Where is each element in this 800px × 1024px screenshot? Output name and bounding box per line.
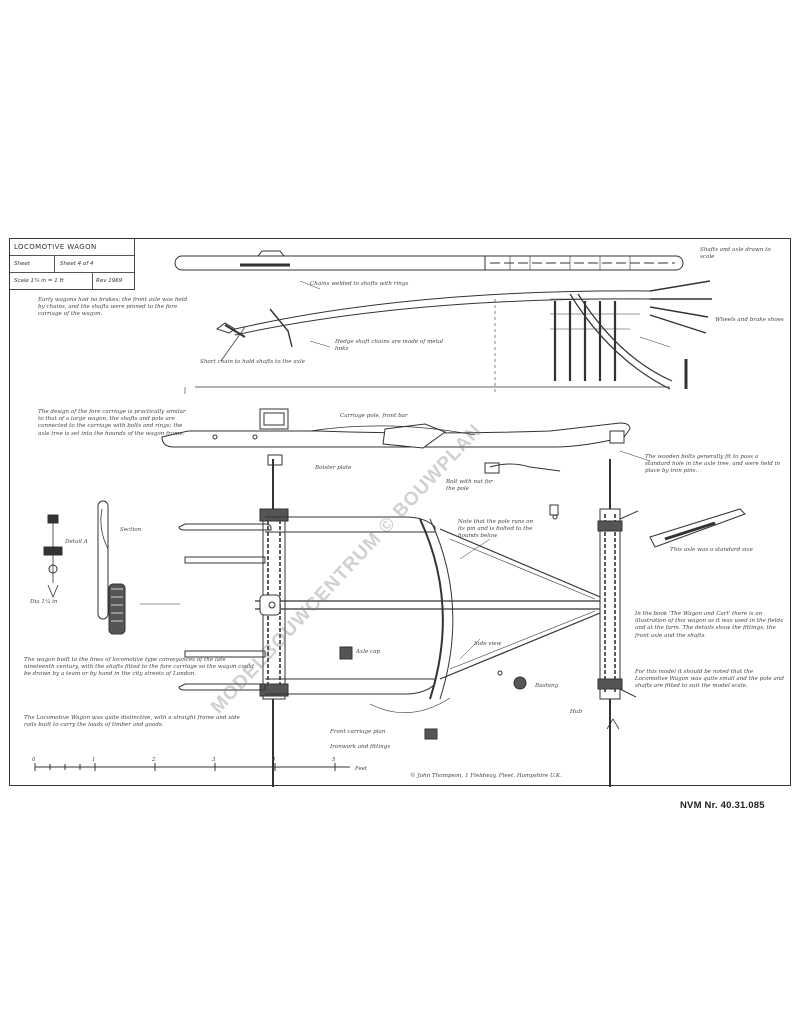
left-details [43,500,126,635]
note-lower-center-2: Ironwork and fittings [330,744,391,750]
label-detail-a: Detail A [65,539,88,545]
note-bolt: Bolt with nut for the pole [446,479,493,493]
note-mid-left: The design of the fore carriage is pract… [38,409,186,437]
label-hub: Hub [570,709,583,715]
note-lower-center: Front carriage plan [330,729,386,735]
label-axle-cap: Axle cap [356,649,381,655]
tb-divider [54,256,55,272]
note-lower-left: The wagon built to the lines of locomoti… [24,657,254,678]
credit-line: © John Thompson, 1 Fieldway, Fleet, Hamp… [410,773,562,779]
note-short-pin: Short chain to hold shafts to the axle [200,359,305,365]
reference-number: NVM Nr. 40.31.085 [680,800,765,811]
note-top-right-2: Wheels and brake shoes [715,317,784,323]
scale-mark-5: 5 [332,757,336,763]
label-bushing: Bushing [535,683,559,689]
title-block-title: LOCOMOTIVE WAGON [10,239,134,256]
leader-lines [140,280,671,660]
note-pole: Note that the pole runs on its pin and i… [458,519,534,540]
small-details [339,504,559,740]
tb-row2-left: Sheet [14,261,30,267]
scale-zero: 0 [32,757,36,763]
scale-bar-lines [34,763,350,771]
title-block-row-3: Scale 1¼ in = 1 ft Rev 1969 [10,273,134,289]
title-block-row-2: Sheet Sheet 4 of 4 [10,256,134,273]
note-top-left: Early wagons had no brakes; the front ax… [38,297,188,318]
tb-row3-right: Rev 1969 [96,278,123,284]
scale-unit: Feet [354,766,368,772]
drawing-sheet: 0 1 2 3 4 5 Feet LOCOMOTIVE WAGON Sheet … [9,238,791,787]
note-lower-left-2: The Locomotive Wagon was quite distincti… [24,715,240,729]
note-mid-center: Carriage pole, front bar [340,413,408,419]
tb-divider [92,273,93,289]
scale-mark-2: 2 [151,757,156,763]
scale-mark-4: 4 [271,757,276,763]
tb-row2-right: Sheet 4 of 4 [60,261,94,267]
scale-mark-3: 3 [212,757,216,763]
technical-drawing: 0 1 2 3 4 5 Feet [32,250,746,787]
label-section: Section [120,527,142,533]
label-dia: Dia 1¼ in [30,599,58,605]
label-side-view: Side view [474,641,502,647]
note-bolster: Bolster plate [315,465,352,471]
note-lower-right-2: For this model it should be noted that t… [635,669,784,690]
title-block: LOCOMOTIVE WAGON Sheet Sheet 4 of 4 Scal… [10,239,135,290]
note-mid-right-2: This axle was a standard size [670,547,753,553]
note-top-mid: Chains welded to shafts with rings [310,281,409,287]
note-chain-pin: Hedge shaft chains are made of metal lin… [335,339,444,353]
note-mid-right-1: The wooden bolts generally fit to pass a… [645,454,781,475]
note-top-right-1: Shafts and axle drawn to scale [700,247,771,261]
carriage-plan [178,459,746,787]
shaft-elevation [174,250,712,394]
front-bar [161,408,631,474]
note-lower-right: In the book 'The Wagon and Cart' there i… [635,611,783,639]
scale-mark-1: 1 [92,757,95,763]
tb-row3-left: Scale 1¼ in = 1 ft [14,278,64,284]
